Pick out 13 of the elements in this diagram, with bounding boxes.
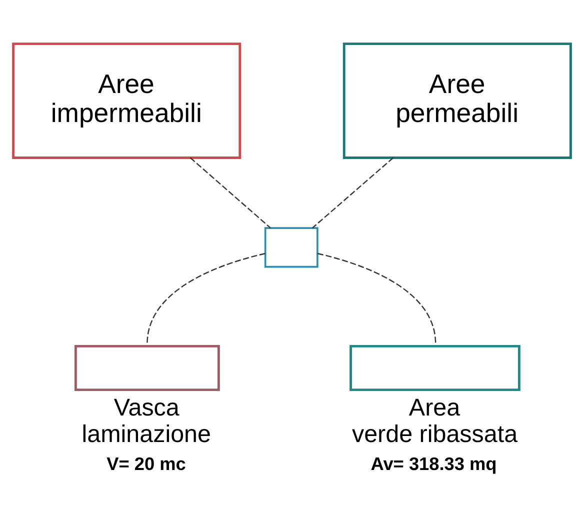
connector [317, 252, 436, 344]
connector [312, 157, 394, 228]
node-label: Vasca laminazione [82, 394, 212, 448]
node-label: V= 20 mc [106, 454, 186, 474]
node-label: Av= 318.33 mq [370, 454, 497, 474]
node-box [74, 344, 220, 392]
node-label: Area verde ribassata [352, 394, 518, 448]
node-box: Aree impermeabili [12, 42, 242, 159]
connector [190, 157, 271, 228]
connector [146, 252, 266, 344]
node-box [350, 344, 520, 392]
node-box: Aree permeabili [342, 42, 572, 159]
node-box [264, 227, 318, 268]
